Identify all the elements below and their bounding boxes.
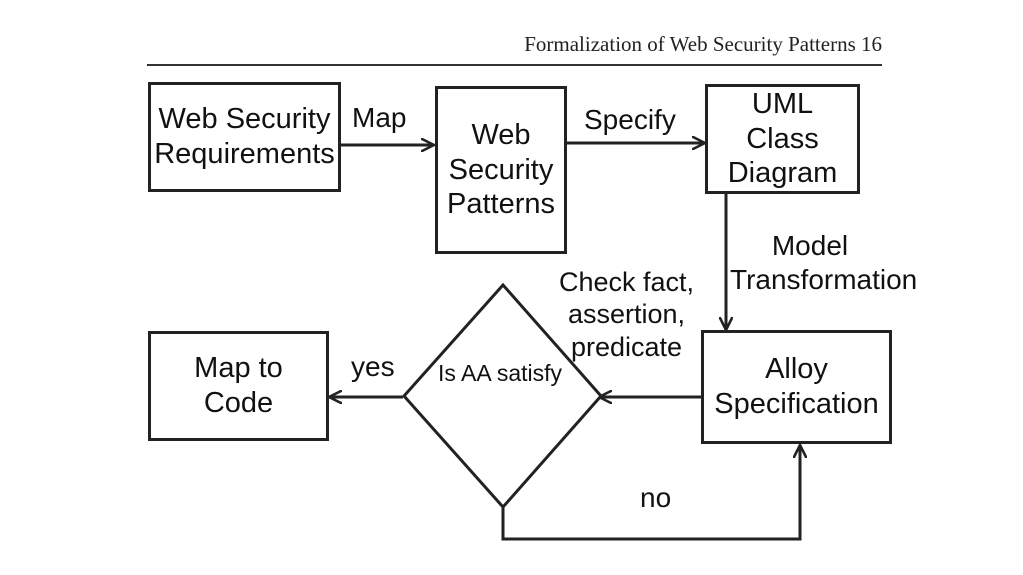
uml-class-diagram-box: UML Class Diagram bbox=[705, 84, 860, 194]
specify-label: Specify bbox=[584, 104, 676, 135]
map-to-code-box: Map to Code bbox=[148, 331, 329, 441]
header-title: Formalization of Web Security Patterns 1… bbox=[524, 32, 882, 56]
yes-label: yes bbox=[351, 351, 395, 382]
map-label: Map bbox=[352, 102, 407, 133]
model-transformation-label: Model Transformation bbox=[730, 230, 918, 295]
alloy-specification-box: Alloy Specification bbox=[701, 330, 892, 444]
no-arrow bbox=[501, 446, 800, 541]
web-security-patterns-box: Web Security Patterns bbox=[435, 86, 567, 254]
check-label: Check fact, assertion, predicate bbox=[558, 267, 695, 362]
decision-label: Is AA satisfy bbox=[438, 360, 562, 386]
page-header: Formalization of Web Security Patterns 1… bbox=[147, 28, 882, 66]
web-security-requirements-box: Web Security Requirements bbox=[148, 82, 341, 192]
no-label: no bbox=[640, 482, 672, 513]
